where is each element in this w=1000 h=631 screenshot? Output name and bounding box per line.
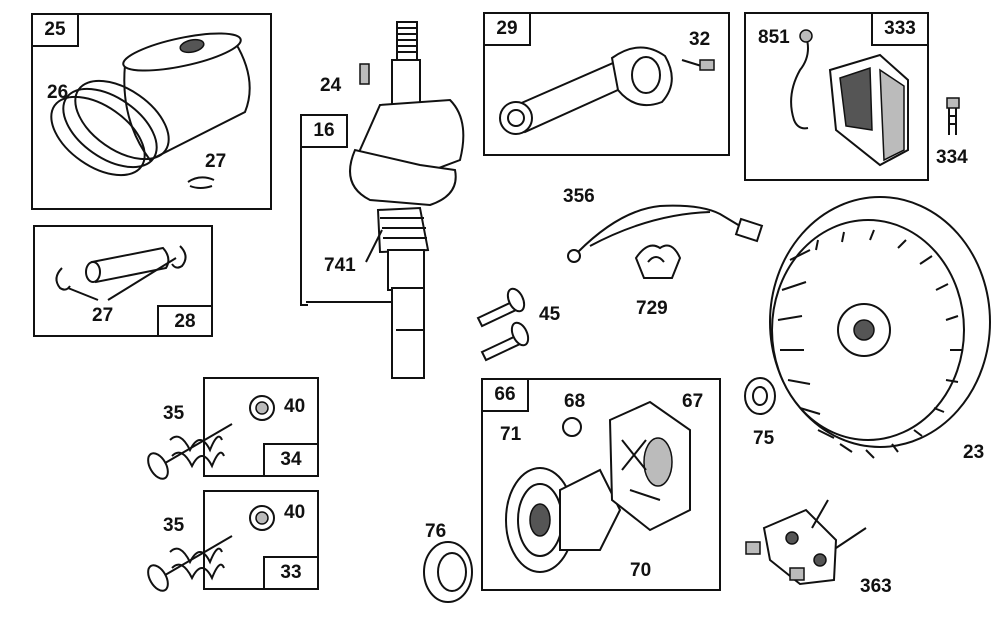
conrod-group-frame [483, 12, 730, 156]
armature-drawing [790, 29, 960, 167]
crankshaft-group-label: 16 [300, 114, 348, 148]
valve-assembly-33-drawing [147, 505, 275, 592]
part-label-40-lower: 40 [284, 502, 306, 523]
part-label-45: 45 [539, 304, 561, 325]
part-label-26: 26 [47, 82, 69, 103]
ground-wire-drawing [567, 204, 764, 263]
valve-34-group-frame [203, 377, 319, 477]
part-label-76: 76 [425, 521, 447, 542]
piston-group-frame [31, 13, 272, 210]
pin-group-frame [33, 225, 213, 337]
valve-33-group-frame [203, 490, 319, 590]
valve-34-group-label: 34 [263, 443, 319, 477]
armature-group-label: 333 [871, 12, 929, 46]
part-label-851: 851 [758, 27, 790, 48]
part-label-27-pin: 27 [92, 305, 114, 326]
part-label-27-piston: 27 [205, 151, 227, 172]
screws-drawing [476, 287, 530, 362]
part-label-23: 23 [963, 442, 985, 463]
bracket-drawing [745, 499, 867, 586]
flywheel-drawing [769, 196, 991, 459]
part-label-68: 68 [564, 391, 586, 412]
part-label-67: 67 [682, 391, 704, 412]
crankshaft-drawing [306, 21, 465, 379]
part-label-24: 24 [320, 75, 342, 96]
part-label-741: 741 [324, 255, 356, 276]
pin-group-label: 28 [157, 305, 213, 337]
clutch-group-label: 66 [481, 378, 529, 412]
starter-clutch-drawing [505, 400, 691, 573]
washer-75-drawing [744, 377, 776, 415]
valve-assembly-34-drawing [147, 395, 275, 480]
part-label-35-upper: 35 [163, 403, 185, 424]
valve-33-group-label: 33 [263, 556, 319, 590]
part-label-35-lower: 35 [163, 515, 185, 536]
connecting-rod-drawing [499, 46, 715, 135]
piston-group-label: 25 [31, 13, 79, 47]
part-label-363: 363 [860, 576, 892, 597]
part-label-729: 729 [636, 298, 668, 319]
part-label-71: 71 [500, 424, 522, 445]
armature-group-frame [744, 12, 929, 181]
part-label-70: 70 [630, 560, 652, 581]
part-label-75: 75 [753, 428, 775, 449]
washer-76-drawing [423, 541, 473, 603]
part-label-32: 32 [689, 29, 711, 50]
part-label-356: 356 [563, 186, 595, 207]
part-label-40-upper: 40 [284, 396, 306, 417]
clutch-group-frame [481, 378, 721, 591]
conrod-group-label: 29 [483, 12, 531, 46]
wire-clip-drawing [634, 244, 682, 279]
part-label-334: 334 [936, 147, 968, 168]
piston-pin-drawing [55, 245, 187, 301]
piston-drawing [50, 32, 251, 189]
